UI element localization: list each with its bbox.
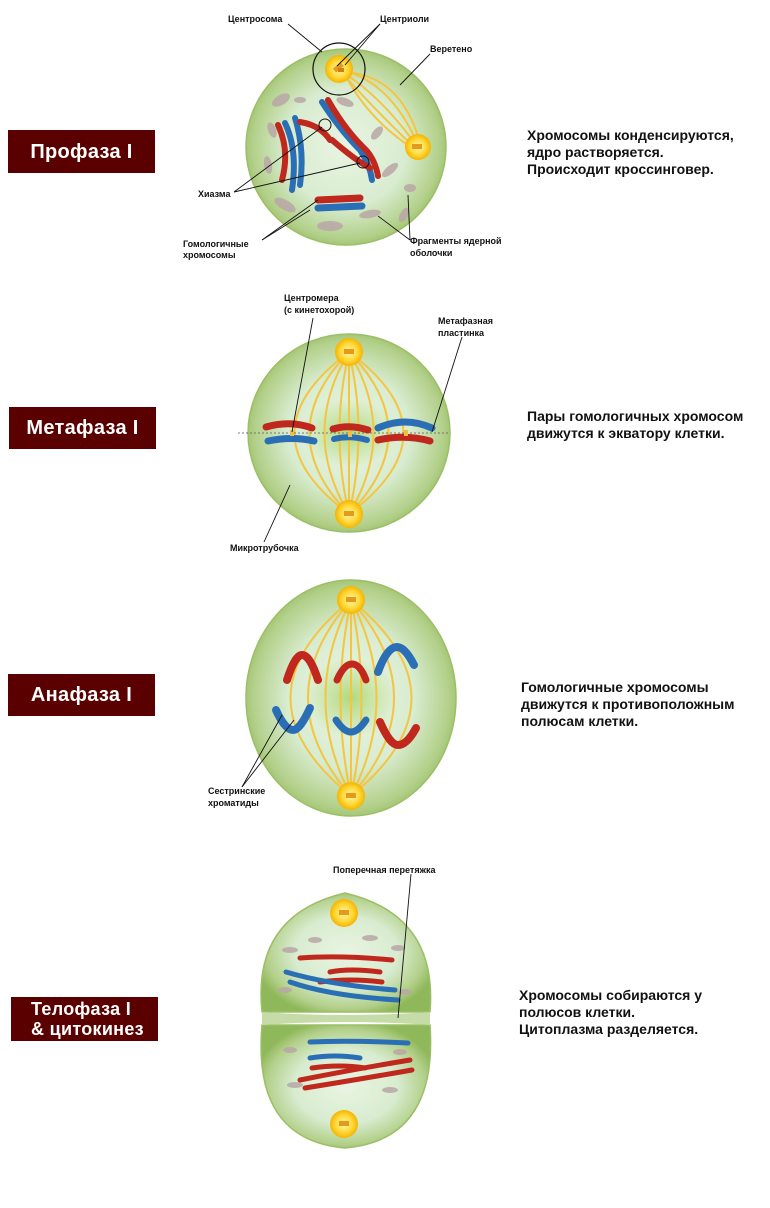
- label-sister-chromatids: Сестринские: [208, 786, 265, 796]
- label-sister-chromatids: хроматиды: [208, 798, 259, 808]
- label-centromere: Центромера: [284, 293, 340, 303]
- label-cleavage-furrow: Поперечная перетяжка: [333, 865, 436, 875]
- chiasma-circle: [318, 118, 332, 132]
- metaphase-leader-lines: [263, 317, 463, 543]
- phase-description-prophase: Хромосомы конденсируются, ядро растворяе…: [527, 127, 734, 178]
- description-line: Гомологичные хромосомы: [521, 679, 709, 695]
- centrosome-bottom: [337, 782, 365, 810]
- phase-description-anaphase: Гомологичные хромосомы движутся к против…: [521, 679, 734, 730]
- label-spindle: Веретено: [430, 44, 473, 54]
- description-line: Происходит кроссинговер.: [527, 161, 714, 177]
- phase-label-anaphase: Анафаза I: [8, 674, 155, 716]
- description-line: движутся к экватору клетки.: [527, 425, 725, 441]
- prophase-cell: Центросома Центриоли Веретено Хиазма Гом…: [183, 14, 502, 260]
- phase-description-telophase: Хромосомы собираются у полюсов клетки. Ц…: [519, 987, 702, 1038]
- centrosome-top: [325, 55, 353, 83]
- description-line: ядро растворяется.: [527, 144, 664, 160]
- description-line: полюсов клетки.: [519, 1004, 636, 1020]
- metaphase-cell: Центромера (с кинетохорой) Метафазная пл…: [230, 293, 493, 553]
- nuclear-envelope-fragments: [278, 935, 412, 1093]
- label-homologous: хромосомы: [183, 250, 236, 260]
- description-line: Хромосомы конденсируются,: [527, 127, 734, 143]
- phase-description-metaphase: Пары гомологичных хромосом движутся к эк…: [527, 408, 743, 442]
- anaphase-leader-lines: [241, 714, 295, 788]
- centrosome-bottom: [330, 1110, 358, 1138]
- centrosome-right: [405, 134, 431, 160]
- centrosome-highlight-circle: [312, 42, 366, 96]
- description-line: Цитоплазма разделяется.: [519, 1021, 699, 1037]
- label-fragments: Фрагменты ядерной: [410, 236, 502, 246]
- prophase-chromosomes: [275, 97, 381, 212]
- label-fragments: оболочки: [410, 248, 452, 258]
- spindle-fibers: [289, 599, 413, 797]
- centrosome-top: [335, 338, 363, 366]
- description-line: Пары гомологичных хромосом: [527, 408, 744, 424]
- centrosome-bottom: [335, 500, 363, 528]
- kinetochore: [404, 430, 408, 436]
- kinetochore: [290, 430, 294, 436]
- phase-label-telophase: Телофаза I & цитокинез: [11, 997, 158, 1041]
- metaphase-chromosomes: [262, 418, 436, 445]
- kinetochore: [348, 431, 352, 437]
- phase-label-text: & цитокинез: [31, 1019, 144, 1039]
- label-centrioles: Центриоли: [380, 14, 429, 24]
- label-homologous: Гомологичные: [183, 239, 249, 249]
- daughter-cell-top: [260, 892, 432, 1013]
- phase-label-prophase: Профаза I: [8, 130, 155, 173]
- label-chiasma: Хиазма: [198, 189, 231, 199]
- anaphase-chromosomes: [272, 642, 420, 750]
- phase-label-text: Анафаза I: [30, 684, 133, 706]
- label-centromere: (с кинетохорой): [284, 305, 354, 315]
- telophase-chromosomes: [283, 954, 415, 1091]
- centrosome-top: [330, 899, 358, 927]
- daughter-cell-bottom: [260, 1024, 432, 1149]
- label-metaphase-plate: Метафазная: [438, 316, 493, 326]
- description-line: движутся к противоположным: [521, 696, 735, 712]
- prophase-leader-lines: [233, 23, 431, 241]
- phase-label-text: Телофаза I: [31, 999, 132, 1019]
- nuclear-envelope-fragments: [263, 93, 416, 231]
- chiasma-circle: [356, 155, 370, 169]
- phase-label-metaphase: Метафаза I: [9, 407, 156, 449]
- phase-label-text: Метафаза I: [26, 417, 139, 439]
- telophase-cells: Поперечная перетяжка: [260, 865, 436, 1149]
- cleavage-furrow: [262, 1012, 430, 1025]
- anaphase-cell: Сестринские хроматиды: [208, 579, 457, 817]
- label-microtubule: Микротрубочка: [230, 543, 300, 553]
- label-centrosome: Центросома: [228, 14, 283, 24]
- description-line: Хромосомы собираются у: [519, 987, 702, 1003]
- label-metaphase-plate: пластинка: [438, 328, 485, 338]
- phase-label-text: Профаза I: [30, 140, 133, 163]
- furrow-leader-line: [397, 873, 412, 1019]
- description-line: полюсам клетки.: [521, 713, 639, 729]
- centrosome-top: [337, 586, 365, 614]
